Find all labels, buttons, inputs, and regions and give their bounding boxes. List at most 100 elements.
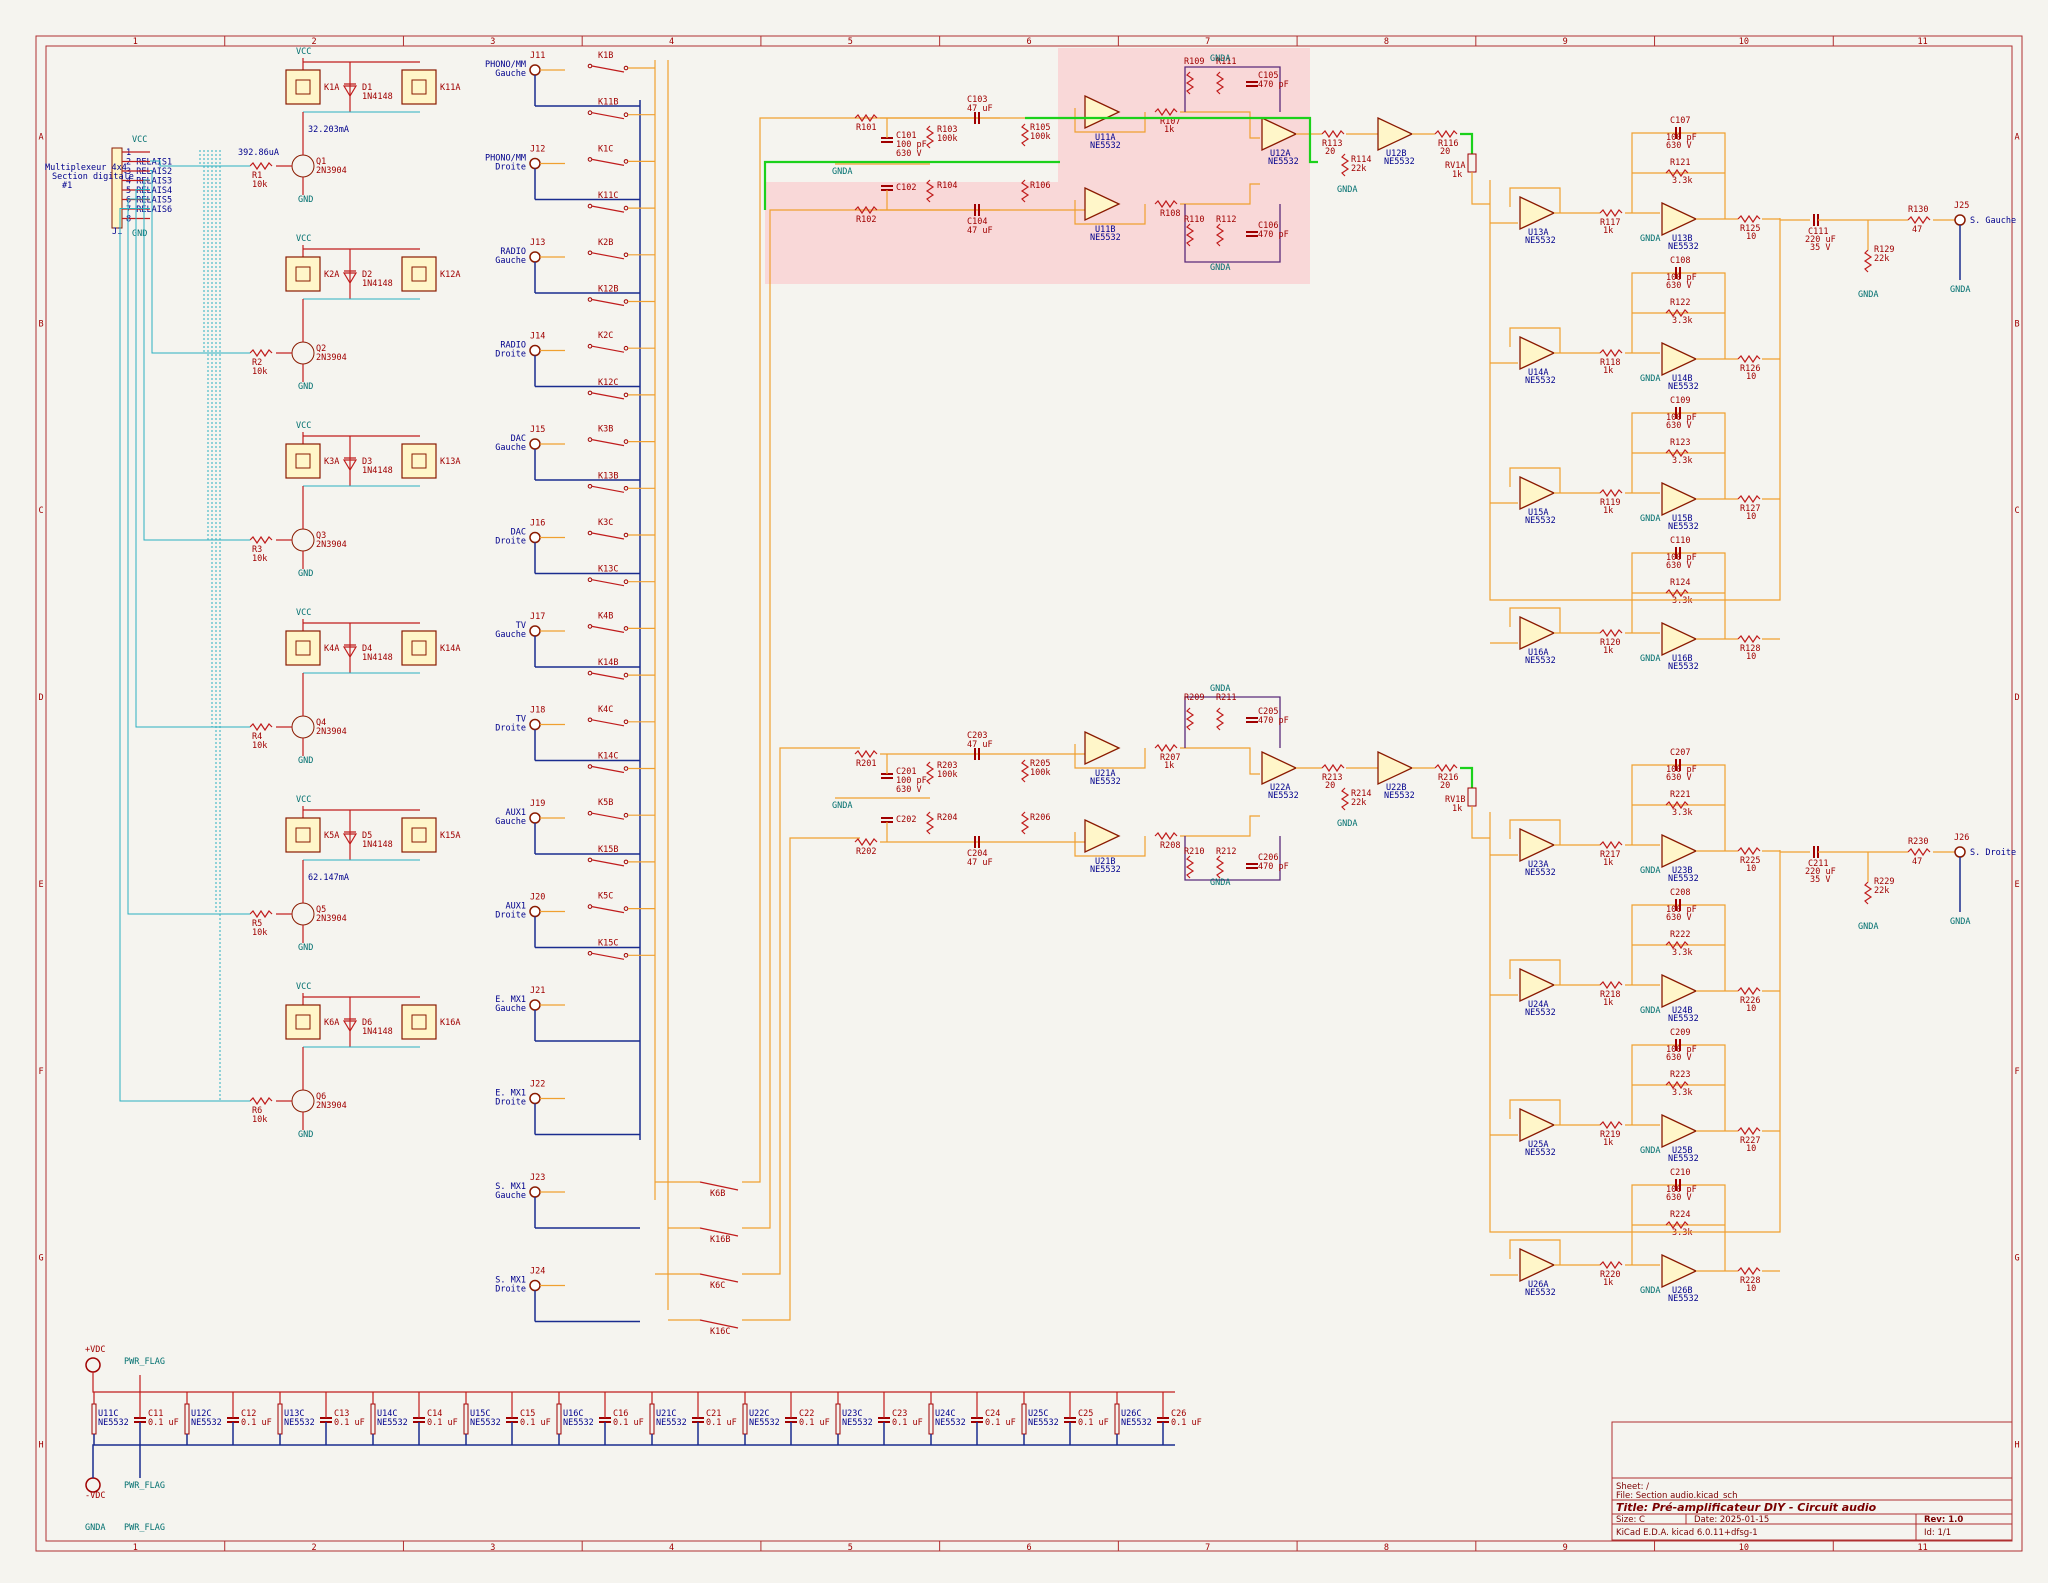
cap-ref: C24 <box>985 1409 1000 1419</box>
row-label-right: F <box>2014 1067 2019 1077</box>
buffer-opamp <box>1084 186 1121 222</box>
vcc-label: VCC <box>296 795 311 805</box>
eq-opamp <box>1661 621 1698 657</box>
cap-ref: C101 <box>896 131 916 141</box>
column-label-top: 3 <box>490 37 495 47</box>
switch-pin <box>587 530 593 536</box>
row-label-left: B <box>38 319 43 329</box>
eq-opamp <box>1661 341 1698 377</box>
base-resistor <box>249 722 273 732</box>
resistor-ref: R222 <box>1670 930 1690 940</box>
resistor-ref: R118 <box>1600 358 1620 368</box>
gnda-label: GNDA <box>1858 922 1878 932</box>
opamp-value: NE5532 <box>1668 1154 1699 1164</box>
resistor-ref: R3 <box>252 545 262 555</box>
row-label-left: E <box>38 880 43 890</box>
feedback <box>1509 959 1561 985</box>
switch-pin <box>587 437 593 442</box>
cap-value: 470 pF <box>1258 716 1289 726</box>
opamp-ref: U23B <box>1672 866 1692 876</box>
rc-resistor <box>1185 223 1195 247</box>
decoupling-cap <box>785 1417 797 1423</box>
output-jack <box>1954 846 1966 858</box>
opamp-power-unit <box>649 1403 655 1435</box>
pot-ref: RV1B <box>1445 795 1465 805</box>
opamp-ref: U16A <box>1528 648 1548 658</box>
eq-opamp <box>1661 973 1698 1009</box>
multiplexer-connector[interactable]: Multiplexeur 4x4 Section digitale #1 J1 … <box>45 135 279 239</box>
jack-name: S. Droite <box>1970 848 2016 858</box>
switch-blade <box>591 672 625 680</box>
resistor-ref: R6 <box>252 1106 262 1116</box>
shunt-cap <box>881 817 893 823</box>
feedback-cap <box>1675 407 1681 419</box>
feedback <box>1074 832 1146 857</box>
switch-pin <box>587 343 593 349</box>
base-resistor <box>249 1096 273 1106</box>
opamp-power-unit <box>370 1403 376 1435</box>
rc-net <box>1184 204 1281 263</box>
eq-buffer <box>1519 1107 1556 1143</box>
cap-ref: C108 <box>1670 256 1690 266</box>
coupling-cap <box>974 836 980 848</box>
jack-ref: J21 <box>530 986 545 996</box>
power-unit-ref: U23C <box>842 1409 862 1419</box>
cap-value: 0.1 uF <box>1078 1418 1109 1428</box>
mux-gnd: GND <box>132 229 147 239</box>
resistor-value: 1k <box>1603 1138 1613 1148</box>
out-resistor <box>1321 763 1345 773</box>
resistor-value: 10 <box>1746 372 1756 382</box>
row-label-right: B <box>2014 319 2019 329</box>
jack-name: S. MX1 <box>495 1276 526 1286</box>
cap-ref: C111 <box>1808 227 1828 237</box>
power-unit-value: NE5532 <box>842 1418 873 1428</box>
switch-ref: K15B <box>598 845 618 855</box>
vss-label: -VDC <box>85 1491 105 1501</box>
resistor-ref: R121 <box>1670 158 1690 168</box>
resistor-value: 100k <box>937 770 957 780</box>
coupling-cap <box>974 748 980 760</box>
diode-value: 1N4148 <box>362 92 393 102</box>
switch-pin <box>623 859 629 865</box>
rev-label: Rev: 1.0 <box>1924 1515 1963 1525</box>
cap-ref: C205 <box>1258 707 1278 717</box>
jack-ref: J11 <box>530 51 545 61</box>
opamp-value: NE5532 <box>1090 141 1121 151</box>
column-label-bottom: 2 <box>312 1543 317 1553</box>
switch-pin <box>623 486 629 491</box>
gnda-label: GNDA <box>1640 654 1660 664</box>
mux-title-2: Section digitale <box>52 172 134 182</box>
switch-ref: K1C <box>598 144 613 154</box>
opamp-ref: U22A <box>1270 783 1290 793</box>
power-unit-ref: U14C <box>377 1409 397 1419</box>
base-resistor <box>249 161 273 171</box>
switch-pin <box>623 626 629 631</box>
column-label-bottom: 7 <box>1205 1543 1210 1553</box>
jack <box>529 1186 541 1198</box>
eq-buffer <box>1519 195 1556 231</box>
relay-coil <box>401 1004 437 1040</box>
column-label-top: 6 <box>1026 37 1031 47</box>
opamp-power-unit <box>184 1403 190 1435</box>
jack <box>529 157 541 170</box>
cap-value: 220 uF <box>1805 235 1836 245</box>
bias-resistor <box>1020 759 1030 783</box>
cap-ref: C206 <box>1258 853 1278 863</box>
eq-resistor <box>1599 1260 1623 1270</box>
control-line <box>135 189 250 728</box>
feedback <box>1509 187 1561 213</box>
opamp-value: NE5532 <box>1525 236 1556 246</box>
resistor-ref: R1 <box>252 171 262 181</box>
switch-blade <box>591 345 625 353</box>
relay-coil <box>401 817 437 853</box>
cap-value: 630 V <box>1666 561 1692 571</box>
decoupling-cap <box>878 1417 890 1423</box>
relay-coil <box>285 256 321 292</box>
diode-value: 1N4148 <box>362 466 393 476</box>
cap-ref: C26 <box>1171 1409 1186 1419</box>
column-label-top: 2 <box>312 37 317 47</box>
pwr-flag: PWR_FLAG <box>124 1481 165 1491</box>
resistor-value: 100k <box>1030 132 1050 142</box>
